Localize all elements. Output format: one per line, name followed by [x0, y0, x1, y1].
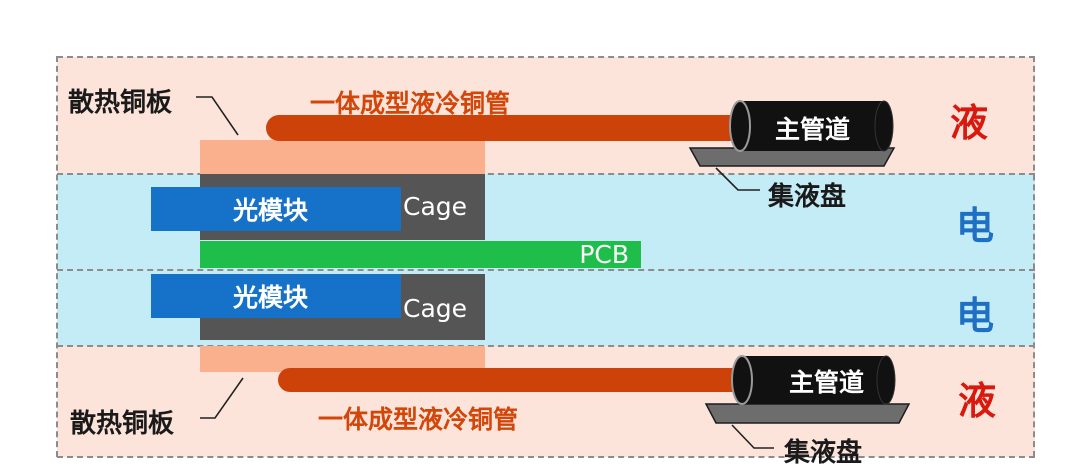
zone-divider-2	[57, 269, 1035, 271]
optical-module-lower-label: 光模块	[233, 283, 309, 312]
leader-drip-tray-bottom	[731, 424, 774, 449]
zone-label-electric-upper: 电	[956, 204, 995, 248]
copper-pipe-top	[266, 115, 744, 141]
main-pipe-top-end	[874, 100, 894, 152]
main-pipe-bottom-label: 主管道	[789, 368, 865, 397]
pcb-label: PCB	[579, 240, 629, 269]
main-pipe-top-body	[740, 101, 884, 151]
drip-tray-top-label: 集液盘	[768, 182, 847, 212]
main-pipe-top-opening	[729, 100, 751, 152]
zone-label-electric-lower: 电	[956, 294, 995, 338]
drip-tray-bottom-label: 集液盘	[784, 438, 863, 468]
zone-divider-1	[57, 173, 1035, 175]
heat-plate-top-label: 散热铜板	[68, 88, 173, 118]
drip-tray-bottom	[704, 403, 911, 424]
copper-pipe-bottom-label: 一体成型液冷铜管	[318, 405, 519, 434]
copper-pipe-top-label: 一体成型液冷铜管	[310, 89, 511, 118]
main-pipe-bottom-opening	[731, 355, 753, 405]
zone-border-right	[1033, 56, 1035, 457]
leader-heat-plate-top	[196, 96, 239, 136]
leader-heat-plate-bottom	[200, 377, 244, 419]
cage-lower-label: Cage	[403, 294, 468, 323]
zone-border-left	[56, 56, 58, 457]
copper-pipe-bottom	[278, 368, 756, 392]
zone-label-liquid-top: 液	[950, 101, 989, 145]
optical-module-upper: 光模块	[151, 187, 401, 231]
main-pipe-top-label: 主管道	[775, 115, 851, 144]
heat-plate-bottom	[200, 346, 485, 372]
heat-plate-bottom-label: 散热铜板	[70, 409, 175, 439]
zone-divider-3	[57, 345, 1035, 347]
pcb-board: PCB	[200, 241, 641, 268]
zone-divider-bottom	[57, 456, 1035, 458]
optical-module-lower: 光模块	[151, 274, 401, 318]
heat-plate-top	[200, 140, 485, 174]
optical-module-upper-label: 光模块	[233, 196, 309, 225]
leader-drip-tray-top	[715, 167, 760, 191]
zone-divider-top	[57, 56, 1035, 58]
zone-label-liquid-bottom: 液	[958, 379, 997, 423]
cage-upper-label: Cage	[403, 192, 468, 221]
main-pipe-bottom-body	[742, 356, 886, 404]
main-pipe-bottom-end	[876, 355, 896, 405]
